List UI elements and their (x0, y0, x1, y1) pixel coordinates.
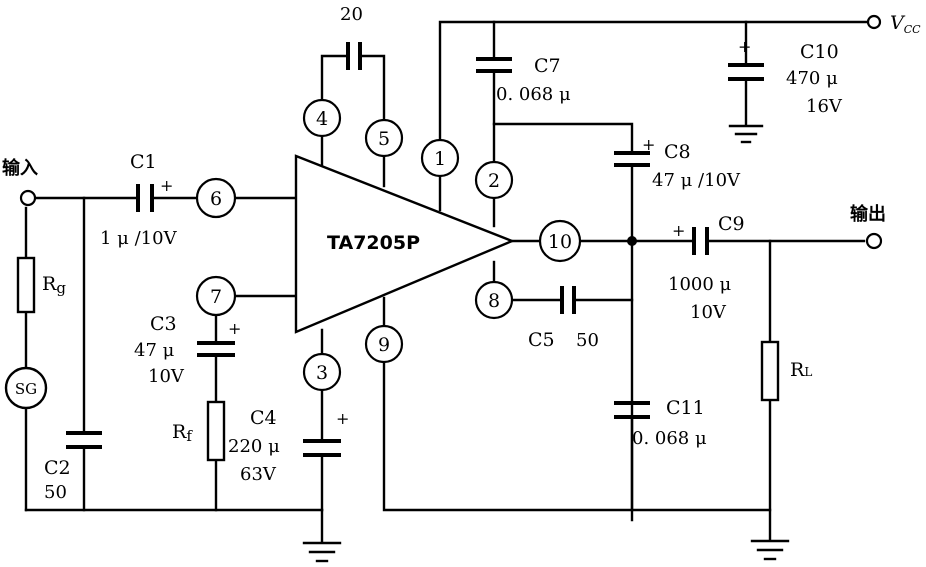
capacitor-c4 (303, 439, 341, 457)
c20-value: 20 (340, 4, 363, 25)
svg-text:5: 5 (378, 128, 390, 150)
wire-c8-c11 (492, 122, 634, 522)
c8-plus-mark: + (642, 135, 655, 154)
rg-label: Rg (42, 273, 66, 297)
c10-value2: 16V (806, 96, 843, 117)
c7-value: 0. 068 μ (496, 84, 571, 105)
c5-value: 50 (576, 330, 599, 351)
capacitor-c1 (136, 184, 154, 212)
svg-text:8: 8 (488, 290, 500, 312)
wire-c20 (320, 54, 386, 122)
vcc-terminal (866, 14, 882, 30)
vcc-label: VCC (890, 12, 921, 36)
svg-text:1: 1 (434, 148, 446, 170)
svg-text:6: 6 (210, 188, 222, 210)
capacitor-c8 (614, 151, 650, 167)
pin-8: 8 (474, 280, 514, 320)
rl-label: RL (790, 359, 812, 381)
pin-7: 7 (195, 275, 237, 317)
c1-plus-mark: + (160, 176, 173, 195)
c7-name: C7 (534, 55, 561, 77)
c4-name: C4 (250, 407, 277, 429)
c1-value: 1 μ /10V (100, 228, 178, 249)
c9-value2: 10V (690, 302, 727, 323)
c2-name: C2 (44, 457, 71, 479)
svg-text:4: 4 (316, 108, 328, 130)
output-terminal (865, 232, 883, 250)
resistor-rg (16, 256, 36, 314)
c3-value1: 47 μ (134, 340, 175, 361)
ic-label: TA7205P (327, 232, 420, 254)
pin-4: 4 (302, 98, 342, 138)
capacitor-c5 (560, 286, 576, 314)
svg-text:3: 3 (316, 362, 328, 384)
c8-value: 47 μ /10V (652, 170, 741, 191)
c4-value1: 220 μ (228, 436, 280, 457)
signal-source (4, 366, 48, 410)
c5-name: C5 (528, 329, 555, 351)
capacitor-c20 (346, 42, 362, 70)
wire-vcc-rail (438, 20, 870, 142)
signal-source-label: SG (15, 380, 37, 398)
capacitor-c11 (614, 401, 650, 419)
pin-5: 5 (364, 118, 404, 158)
c10-plus-mark: + (738, 37, 751, 56)
ic-triangle (294, 154, 516, 334)
c3-value2: 10V (148, 366, 185, 387)
rf-label: Rf (172, 421, 193, 445)
input-label: 输入 (2, 157, 38, 179)
ground-symbol-left (302, 541, 342, 563)
ground-symbol-c10 (728, 124, 764, 144)
c2-value: 50 (44, 482, 67, 503)
c10-value1: 470 μ (786, 68, 838, 89)
c11-name: C11 (666, 397, 705, 419)
c9-name: C9 (718, 213, 745, 235)
output-label: 输出 (850, 203, 886, 225)
c9-plus-mark: + (672, 221, 685, 240)
capacitor-c7 (476, 57, 512, 73)
svg-text:7: 7 (210, 286, 222, 308)
svg-text:10: 10 (548, 231, 572, 253)
c11-value: 0. 068 μ (632, 428, 707, 449)
input-terminal (19, 189, 37, 207)
c4-value2: 63V (240, 464, 277, 485)
c9-value1: 1000 μ (668, 274, 732, 295)
c1-name: C1 (130, 151, 157, 173)
c8-name: C8 (664, 141, 691, 163)
c3-name: C3 (150, 313, 177, 335)
capacitor-c3 (197, 341, 235, 357)
svg-text:9: 9 (378, 334, 390, 356)
c4-plus-mark: + (336, 409, 349, 428)
resistor-rf (206, 400, 226, 462)
pin-9: 9 (364, 324, 404, 364)
capacitor-c10 (728, 63, 764, 81)
pin-1: 1 (420, 138, 460, 178)
capacitor-c9 (692, 227, 709, 255)
pin-6: 6 (195, 177, 237, 219)
c3-plus-mark: + (228, 319, 241, 338)
capacitor-c2 (66, 431, 102, 449)
ground-symbol-right (750, 539, 790, 561)
pin-2: 2 (474, 160, 514, 200)
pin-10: 10 (538, 219, 582, 263)
wires (24, 20, 870, 544)
wire-ground-bus-right (382, 360, 772, 542)
junction-dot (627, 236, 637, 246)
resistor-rl (760, 340, 780, 402)
svg-text:2: 2 (488, 170, 500, 192)
c10-name: C10 (800, 41, 839, 63)
pin-3: 3 (302, 352, 342, 392)
